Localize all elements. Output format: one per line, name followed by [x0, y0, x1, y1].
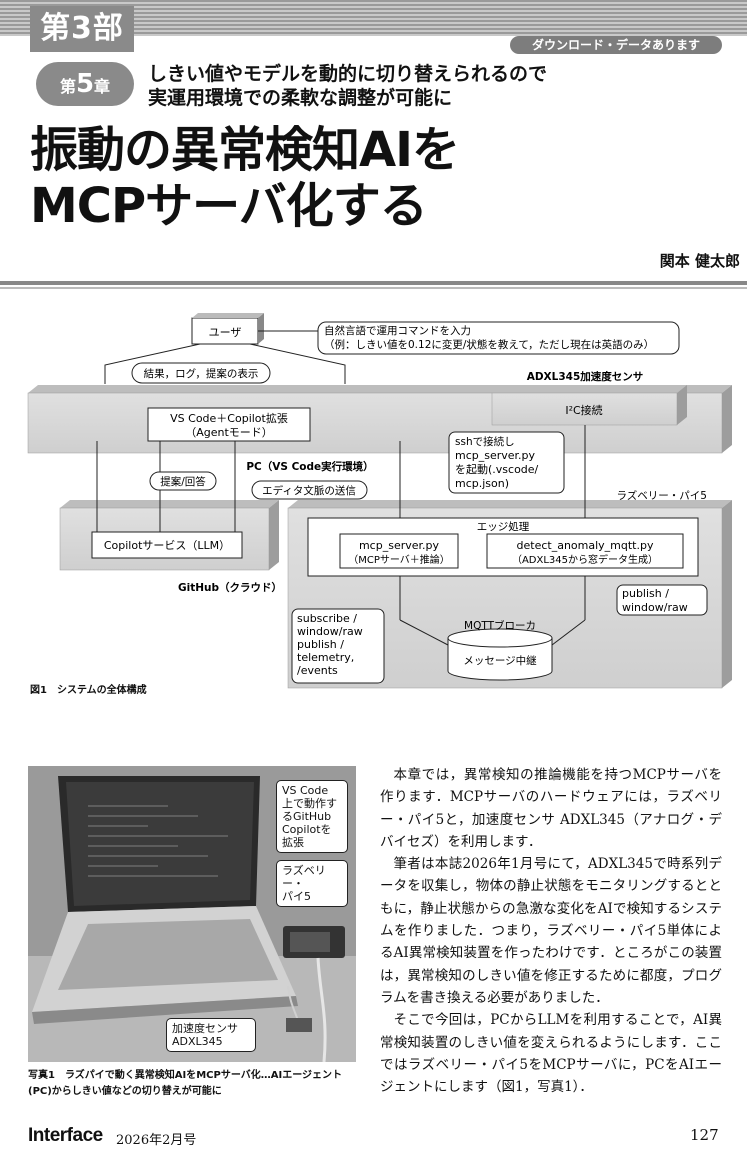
body-paragraph-1: 本章では，異常検知の推論機能を持つMCPサーバを作ります．MCPサーバのハードウ… [380, 767, 722, 850]
diagram-svg: ユーザ 自然言語で運用コマンドを入力 （例：しきい値を0.12に変更/状態を教え… [27, 313, 732, 689]
detect-sub: （ADXL345から窓データ生成） [512, 553, 658, 566]
sensor-label: ADXL345加速度センサ [527, 370, 644, 383]
nl-line-1: 自然言語で運用コマンドを入力 [324, 324, 471, 337]
body-paragraph-3: そこで今回は，PCからLLMを利用することで，AI異常検知装置のしきい値を変えら… [380, 1012, 722, 1096]
rpi-block-top [288, 500, 732, 508]
subscribe-bubble [291, 608, 385, 684]
copilot-label: Copilotサービス（LLM） [104, 539, 230, 552]
broker-cylinder-top [447, 628, 553, 648]
header-rule [0, 281, 747, 285]
i2c-label: I²C接続 [565, 403, 602, 417]
ssh-line-3: を起動(.vscode/ [455, 462, 539, 476]
chapter-subtitle: しきい値やモデルを動的に切り替えられるので 実運用環境での柔軟な調整が可能に [148, 62, 628, 110]
results-bubble [131, 362, 271, 384]
detect-box [486, 533, 684, 569]
chapter-label: 第5章 [36, 62, 134, 106]
editor-context-label: エディタ文脈の送信 [262, 484, 356, 497]
mcp-server-box [339, 533, 459, 569]
article-body: 本章では，異常検知の推論機能を持つMCPサーバを作ります．MCPサーバのハードウ… [380, 764, 722, 1098]
system-diagram: ユーザ 自然言語で運用コマンドを入力 （例：しきい値を0.12に変更/状態を教え… [0, 300, 747, 710]
nl-command-bubble [317, 321, 680, 355]
publish-bubble [616, 584, 708, 616]
results-label: 結果，ログ，提案の表示 [144, 367, 259, 380]
pc-label: PC（VS Code実行環境） [246, 460, 373, 473]
photo-caption: 写真1 ラズパイで動く異常検知AIをMCPサーバ化…AIエージェント(PC)から… [28, 1070, 342, 1097]
relay-label: メッセージ中継 [463, 654, 537, 667]
part-label: 第3部 [30, 6, 134, 52]
ssh-line-4: mcp.json) [455, 477, 509, 490]
vscode-line-2: （Agentモード） [185, 426, 273, 439]
subscribe-line-2: window/raw [297, 625, 363, 638]
subtitle-line-1: しきい値やモデルを動的に切り替えられるので [148, 63, 548, 85]
publish-line-2: window/raw [622, 601, 688, 614]
body-paragraph-2: 筆者は本誌2026年1月号にて，ADXL345で時系列データを収集し，物体の静止… [380, 856, 722, 1006]
subscribe-line-1: subscribe / [297, 612, 357, 625]
sensor-block-top [492, 385, 687, 393]
rpi-label: ラズベリー・パイ5 [617, 489, 707, 502]
copilot-box [91, 531, 243, 559]
mcp-server-label: mcp_server.py [359, 539, 440, 552]
mcp-server-sub: （MCPサーバ＋推論） [348, 553, 450, 566]
broker-link-left [399, 619, 449, 646]
chapter-number: 5 [75, 69, 95, 99]
github-label: GitHub（クラウド） [178, 581, 282, 594]
subtitle-line-2: 実運用環境での柔軟な調整が可能に [148, 87, 453, 109]
editor-context-bubble [251, 480, 368, 500]
user-box-top [192, 313, 264, 318]
pc-block-side [722, 385, 732, 453]
title-line-1: 振動の異常検知AIを [30, 122, 460, 178]
chapter-prefix: 第 [59, 77, 76, 96]
issue-date: 2026年2月号 [116, 1133, 197, 1148]
page-number: 127 [690, 1126, 719, 1144]
photo-callout-sensor: 加速度センサ ADXL345 [166, 1018, 256, 1052]
subscribe-line-3: publish / [297, 638, 344, 651]
user-box-side [258, 313, 264, 344]
broker-link-right [551, 619, 586, 646]
sensor-block [491, 392, 678, 426]
broker-label: MQTTブローカ [464, 619, 536, 632]
ssh-line-2: mcp_server.py [455, 449, 536, 462]
vscode-box [147, 407, 311, 442]
subscribe-line-5: /events [297, 664, 338, 677]
page-title: 振動の異常検知AIを MCPサーバ化する [30, 122, 730, 234]
user-label: ユーザ [209, 326, 242, 339]
download-badge: ダウンロード・データあります [510, 36, 722, 54]
header-rule-thin [0, 287, 747, 289]
photo-callout-vscode: VS Code 上で動作す るGitHub Copilotを 拡張 [276, 780, 348, 853]
ssh-line-1: sshで接続し [455, 435, 515, 448]
sensor-block-side [677, 385, 687, 425]
proposal-label: 提案/回答 [160, 475, 206, 488]
detect-label: detect_anomaly_mqtt.py [517, 539, 654, 552]
rpi-block-side [722, 500, 732, 688]
vscode-line-1: VS Code＋Copilot拡張 [170, 411, 288, 425]
publish-line-1: publish / [622, 587, 669, 600]
chapter-suffix: 章 [94, 77, 111, 96]
ssh-bubble [448, 431, 565, 494]
broker-cylinder [447, 638, 553, 681]
figure-caption: 図1 システムの全体構成 [30, 685, 147, 696]
edge-label: エッジ処理 [477, 520, 530, 533]
github-block-side [269, 500, 279, 570]
title-line-2: MCPサーバ化する [30, 178, 428, 234]
proposal-bubble [149, 471, 217, 491]
photo-callout-rpi: ラズベリー・ パイ5 [276, 860, 348, 907]
subscribe-line-4: telemetry, [297, 651, 354, 664]
author-name: 関本 健太郎 [659, 252, 740, 270]
nl-line-2: （例：しきい値を0.12に変更/状態を教えて，ただし現在は英語のみ） [324, 338, 654, 351]
github-block-top [60, 500, 279, 508]
magazine-brand: Interface [28, 1125, 103, 1146]
